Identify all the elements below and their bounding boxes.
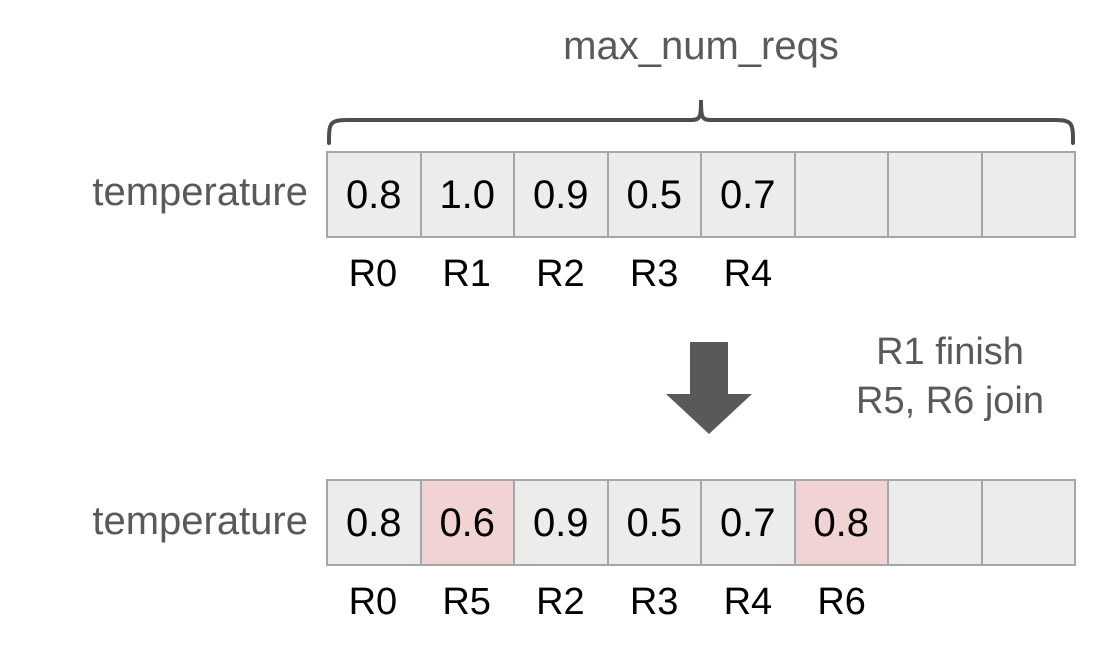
- down-arrow-icon: [661, 340, 757, 436]
- request-id-label-empty: [795, 255, 889, 293]
- request-ids-before: R0 R1 R2 R3 R4: [326, 255, 1076, 293]
- temperature-array-before: 0.8 1.0 0.9 0.5 0.7: [326, 151, 1076, 238]
- transition-note-line: R5, R6 join: [856, 379, 1044, 422]
- slot-cell: 0.9: [515, 153, 609, 236]
- request-id-label-empty: [982, 583, 1076, 621]
- request-id-label: R4: [723, 581, 773, 623]
- slot-cell-empty: [982, 481, 1074, 564]
- slot-cell: 0.8: [328, 153, 422, 236]
- transition-note: R1 finish R5, R6 join: [800, 328, 1100, 425]
- request-id-label: R3: [629, 253, 679, 295]
- slot-cell: 0.7: [702, 153, 796, 236]
- request-id-label: R1: [442, 253, 491, 295]
- slot-cell: 0.5: [608, 153, 702, 236]
- temperature-array-after: 0.8 0.6 0.9 0.5 0.7 0.8: [326, 479, 1076, 566]
- slot-cell-empty: [795, 153, 889, 236]
- slot-cell: 0.9: [515, 481, 609, 564]
- slot-cell-empty: [982, 153, 1074, 236]
- slot-cell: 0.7: [702, 481, 796, 564]
- row-label-temperature-after: temperature: [92, 499, 308, 543]
- row-label-temperature-before: temperature: [92, 170, 308, 214]
- request-id-label: R6: [817, 581, 866, 623]
- request-id-label-empty: [889, 255, 983, 293]
- request-id-label: R0: [348, 581, 398, 623]
- slot-cell-empty: [889, 153, 983, 236]
- slot-cell-highlighted: 0.8: [795, 481, 889, 564]
- request-id-label: R0: [348, 253, 398, 295]
- request-ids-after: R0 R5 R2 R3 R4 R6: [326, 583, 1076, 621]
- request-id-label-empty: [889, 583, 983, 621]
- slot-cell-highlighted: 0.6: [421, 481, 515, 564]
- diagram-title: max_num_reqs: [563, 24, 839, 68]
- request-id-label: R2: [536, 253, 585, 295]
- request-id-label: R4: [723, 253, 773, 295]
- transition-note-line: R1 finish: [876, 331, 1024, 373]
- request-id-label: R2: [536, 581, 585, 623]
- slot-cell: 0.5: [608, 481, 702, 564]
- request-id-label: R3: [629, 581, 679, 623]
- slot-cell: 1.0: [421, 153, 515, 236]
- max-num-reqs-brace: [320, 95, 1082, 147]
- request-id-label: R5: [442, 581, 491, 623]
- slot-cell-empty: [889, 481, 983, 564]
- request-id-label-empty: [982, 255, 1076, 293]
- slot-cell: 0.8: [328, 481, 422, 564]
